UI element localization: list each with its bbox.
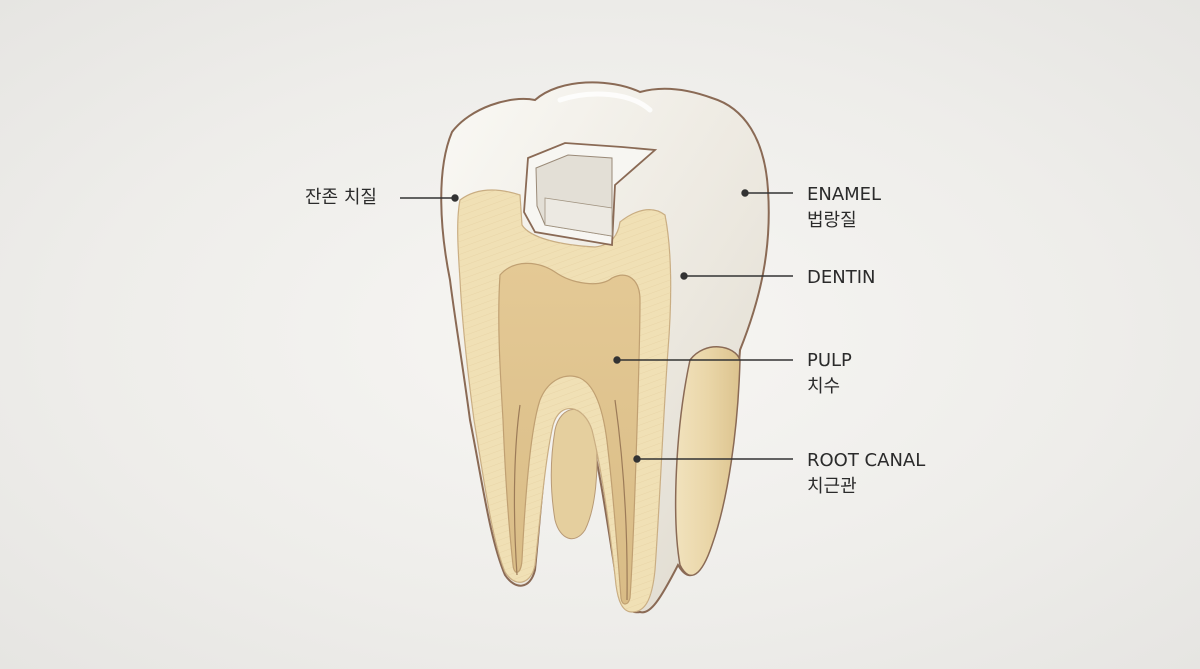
label-enamel-ko: 법랑질 <box>807 210 857 231</box>
pulp-chamber <box>498 262 641 605</box>
label-dentin-en: DENTIN <box>807 267 876 288</box>
label-remaining-tooth: 잔존 치질 <box>305 185 377 211</box>
back-root <box>674 346 741 577</box>
label-pulp-ko: 치수 <box>807 376 841 397</box>
label-pulp: PULP 치수 <box>807 348 852 400</box>
label-root-canal-ko: 치근관 <box>807 476 857 497</box>
label-root-canal-en: ROOT CANAL <box>807 450 926 471</box>
leader-lines <box>400 189 793 463</box>
root-canal-line-left <box>513 404 521 576</box>
label-root-canal: ROOT CANAL 치근관 <box>807 448 925 500</box>
label-dentin: DENTIN <box>807 265 875 291</box>
label-enamel-en: ENAMEL <box>807 184 882 205</box>
label-enamel: ENAMEL 법랑질 <box>807 182 881 234</box>
label-pulp-en: PULP <box>807 350 852 371</box>
label-remaining-tooth-ko: 잔존 치질 <box>305 187 377 208</box>
root-canal-line-right <box>614 399 628 601</box>
middle-root <box>550 408 598 540</box>
